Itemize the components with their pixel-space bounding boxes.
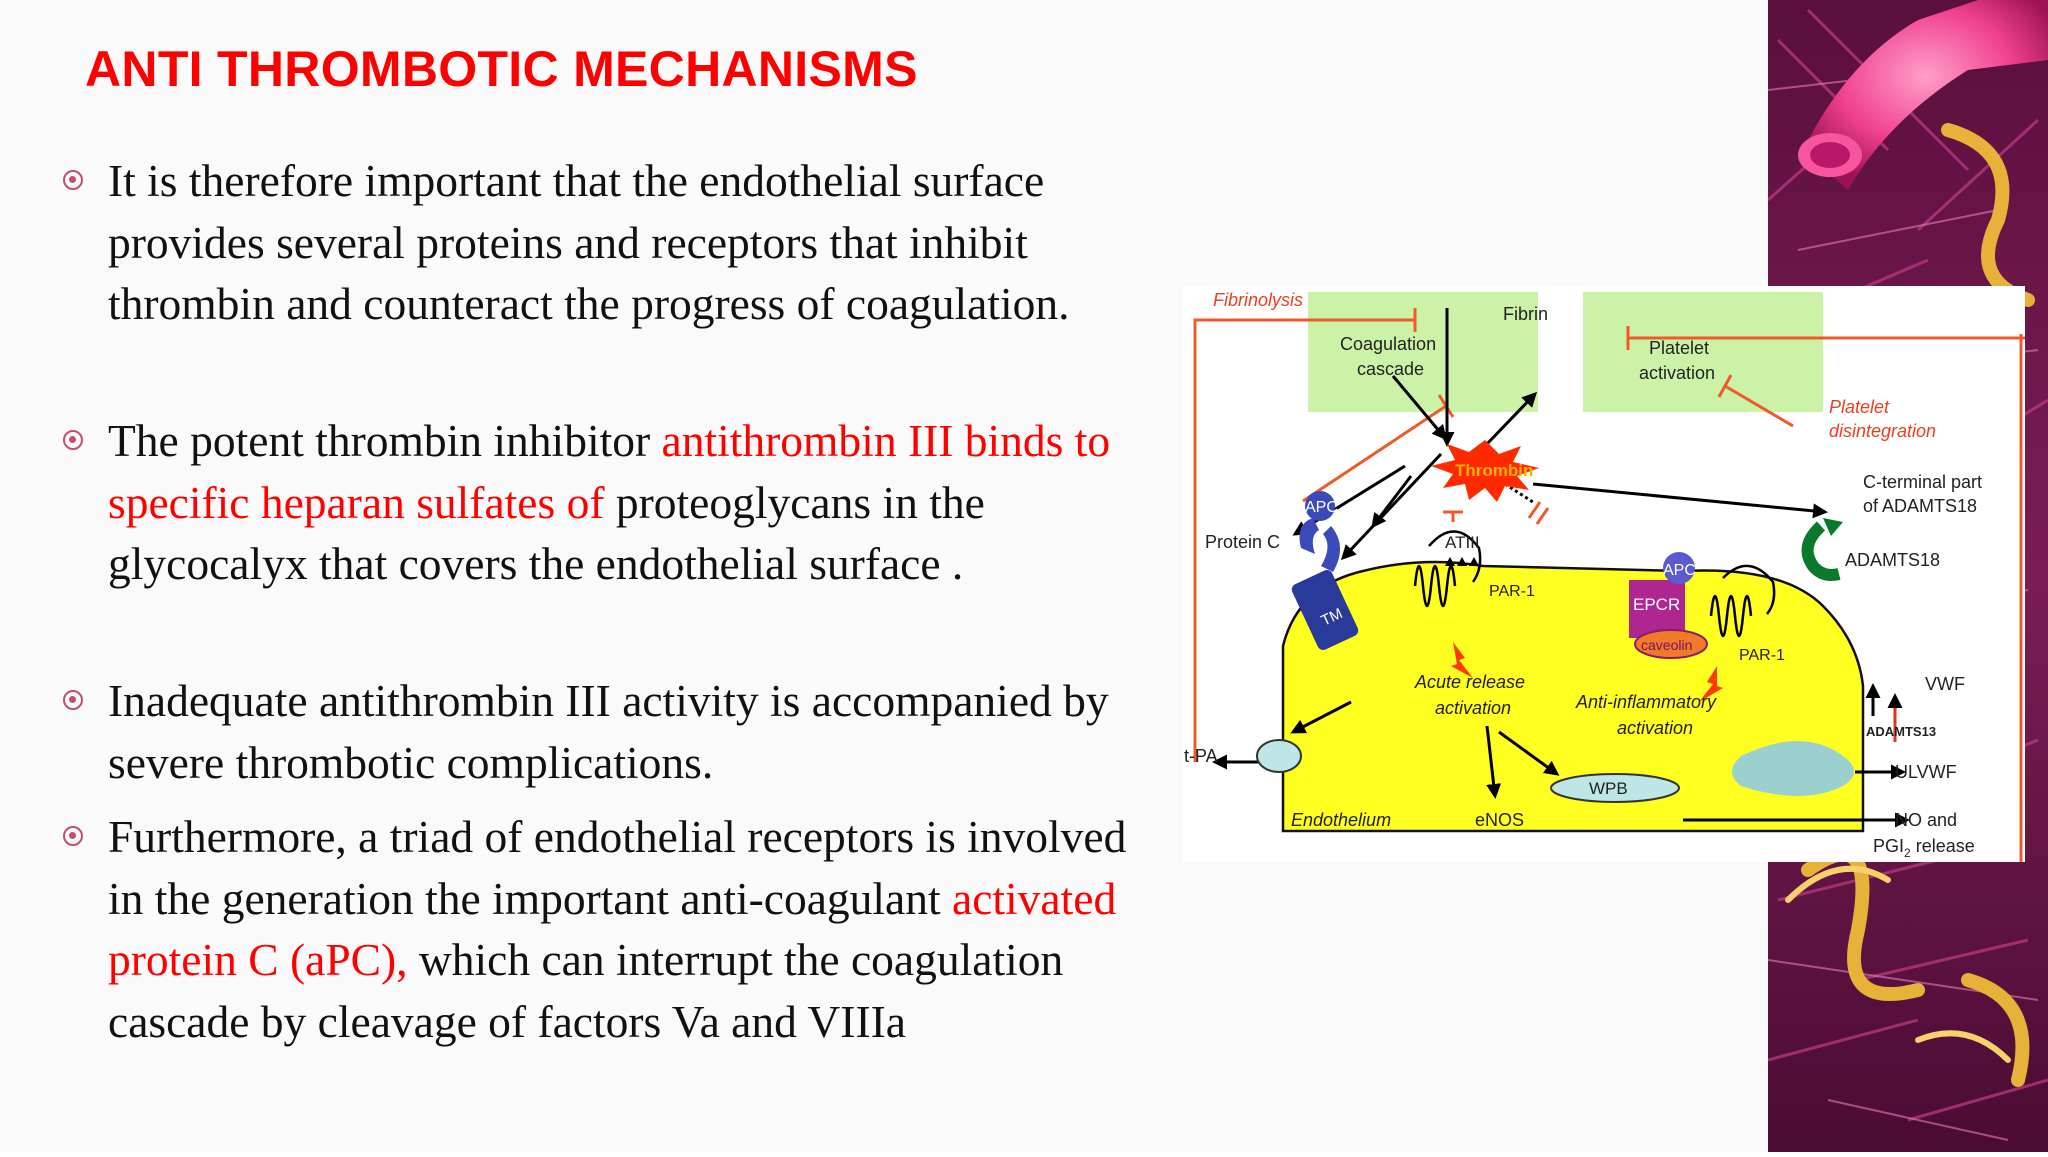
label-adamts13: ADAMTS13 [1866, 724, 1936, 739]
bullet-text: The potent thrombin inhibitor [108, 415, 662, 466]
highlighted-text: antithrombin III binds to specific hepar… [108, 415, 1111, 528]
label-fibrin: Fibrin [1503, 304, 1548, 324]
epcr-receptor [1629, 580, 1685, 638]
label-coagulation: Coagulation [1340, 334, 1436, 354]
bullet-icon [63, 690, 83, 710]
bullet-item: The potent thrombin inhibitor antithromb… [63, 410, 1148, 595]
bullet-icon [63, 430, 83, 450]
bullet-text: It is therefore important that the endot… [108, 155, 1070, 329]
label-fibrinolysis: Fibrinolysis [1213, 290, 1303, 310]
bullet-item: Inadequate antithrombin III activity is … [63, 670, 1148, 793]
label-adamts18: ADAMTS18 [1845, 550, 1940, 570]
label-no-and: NO and [1895, 810, 1957, 830]
label-protein-c: Protein C [1205, 532, 1280, 552]
label-anti-inflammatory: Anti-inflammatory [1575, 692, 1717, 712]
bullet-text: Inadequate antithrombin III activity is … [108, 675, 1109, 788]
label-disintegration: disintegration [1829, 421, 1936, 441]
bullet-icon [63, 170, 83, 190]
adamts18-arrow-icon [1801, 521, 1841, 581]
bullet-text: which can interrupt the coagulation casc… [108, 934, 1064, 1047]
label-pgi-release: PGI2 release [1873, 836, 1975, 860]
bullet-item: It is therefore important that the endot… [63, 150, 1148, 335]
bullet-item: Furthermore, a triad of endothelial rece… [63, 806, 1148, 1052]
label-wpb: WPB [1589, 779, 1628, 798]
label-platelet-2: Platelet [1829, 397, 1890, 417]
bullet-text: Furthermore, a triad of endothelial rece… [108, 811, 1127, 924]
label-anti-activation: activation [1617, 718, 1693, 738]
apc-circle-2 [1663, 552, 1695, 584]
label-par1-b: PAR-1 [1739, 647, 1785, 664]
label-pgi-subscript: 2 [1904, 846, 1911, 860]
label-platelet: Platelet [1649, 338, 1709, 358]
label-release: release [1911, 836, 1975, 856]
bullet-icon [63, 826, 83, 846]
wpb-granule [1550, 773, 1680, 803]
label-activation: activation [1639, 363, 1715, 383]
coagulation-box [1308, 292, 1538, 412]
bullet-text: proteoglycans in the glycocalyx that cov… [108, 476, 985, 590]
caveolin [1634, 629, 1708, 659]
label-cascade: cascade [1357, 359, 1424, 379]
label-par1: PAR-1 [1489, 583, 1535, 600]
label-endothelium: Endothelium [1291, 810, 1391, 830]
diagram-graphic: Fibrinolysis Fibrin Coagulation cascade … [1184, 290, 2025, 862]
label-vwf: VWF [1925, 674, 1965, 694]
highlighted-text: activated protein C (aPC), [108, 872, 1117, 986]
label-acute-activation: activation [1435, 698, 1511, 718]
label-pgi: PGI [1873, 836, 1904, 856]
label-acute-release: Acute release [1414, 672, 1525, 692]
slide-title: ANTI THROMBOTIC MECHANISMS [85, 41, 918, 97]
granule [1256, 739, 1302, 773]
label-thrombin: Thrombin [1455, 461, 1533, 480]
label-caveolin: caveolin [1641, 637, 1692, 653]
label-enos: eNOS [1475, 810, 1524, 830]
label-apc: APC [1305, 499, 1338, 516]
label-atiii: ATIII [1445, 533, 1480, 552]
thrombin-burst-icon [1431, 440, 1539, 502]
label-apc-2: APC [1663, 562, 1696, 579]
apc-circle [1305, 491, 1335, 521]
label-ulvwf: ULVWF [1895, 762, 1957, 782]
platelet-box [1583, 292, 1823, 412]
ulvwf-granule [1732, 741, 1854, 796]
label-cterm-2: of ADAMTS18 [1863, 496, 1977, 516]
label-tpa: t-PA [1184, 746, 1218, 766]
tm-receptor [1291, 570, 1359, 650]
endothelium-diagram: Fibrinolysis Fibrin Coagulation cascade … [1183, 286, 2025, 862]
label-cterm-1: C-terminal part [1863, 472, 1982, 492]
label-epcr: EPCR [1633, 595, 1680, 614]
